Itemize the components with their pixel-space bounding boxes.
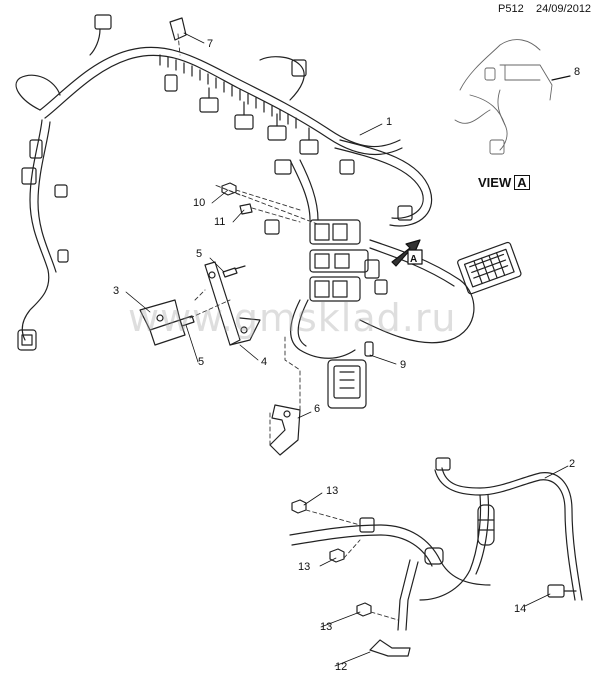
bracket-4 xyxy=(204,261,261,346)
callout-3: 3 xyxy=(113,285,120,297)
diagram-date: 24/09/2012 xyxy=(536,3,592,15)
callout-13-top: 13 xyxy=(326,485,339,497)
main-harness xyxy=(15,14,522,409)
view-a-inset xyxy=(454,39,553,155)
callout-11: 11 xyxy=(214,216,226,228)
callout-14: 14 xyxy=(514,603,527,615)
callout-9: 9 xyxy=(400,359,407,371)
callout-7: 7 xyxy=(207,38,214,50)
nut-13a xyxy=(291,499,307,514)
callout-2: 2 xyxy=(569,458,576,470)
callout-4: 4 xyxy=(261,356,268,368)
bracket-7 xyxy=(169,17,187,41)
nut-13b xyxy=(329,548,345,563)
callout-13-middle: 13 xyxy=(298,561,311,573)
callout-5-upper: 5 xyxy=(196,248,203,260)
bolt-5-lower xyxy=(179,315,195,327)
view-arrow xyxy=(391,239,423,267)
callout-13-bottom: 13 xyxy=(320,621,333,633)
bracket-12 xyxy=(369,639,411,657)
clip-11 xyxy=(239,203,253,215)
callout-1: 1 xyxy=(386,116,393,128)
callout-10: 10 xyxy=(193,197,206,209)
callout-12: 12 xyxy=(335,661,348,673)
lower-harness xyxy=(289,457,583,631)
bolt-5-upper xyxy=(222,265,246,278)
view-label-letter: A xyxy=(514,175,530,190)
view-label-text: VIEW xyxy=(478,175,512,190)
diagram-code: P512 xyxy=(498,3,524,15)
nut-10 xyxy=(221,182,237,196)
bracket-6 xyxy=(269,404,301,456)
callout-8: 8 xyxy=(574,66,581,78)
nut-13c xyxy=(356,602,372,617)
watermark: www.gmsklad.ru xyxy=(128,296,457,340)
arrow-letter: A xyxy=(410,254,418,265)
callout-6: 6 xyxy=(314,403,321,415)
callout-5-lower: 5 xyxy=(198,356,205,368)
